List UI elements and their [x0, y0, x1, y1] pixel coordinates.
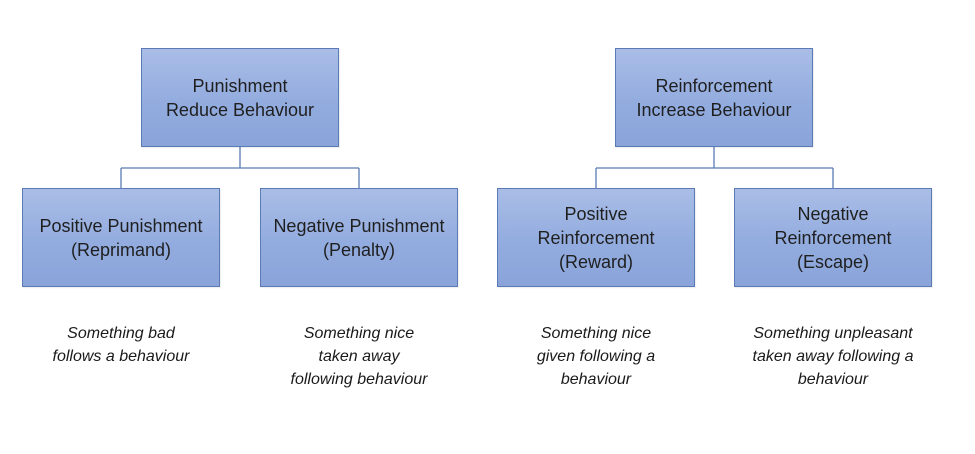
caption-line: follows a behaviour	[52, 348, 190, 365]
caption-line: behaviour	[797, 371, 869, 388]
positive-punishment-box: Positive Punishment (Reprimand)	[22, 188, 220, 287]
punishment-root-line-2: Reduce Behaviour	[165, 99, 315, 120]
negative-reinforcement-line-3: (Escape)	[796, 251, 870, 272]
reinforcement-root-line-2: Increase Behaviour	[636, 99, 792, 120]
caption-line: taken away	[318, 348, 400, 365]
reinforcement-root-line-1: Reinforcement	[655, 75, 773, 96]
caption-line: given following a	[536, 348, 656, 365]
negative-reinforcement-line-1: Negative	[797, 203, 869, 224]
caption-line: Something nice	[303, 325, 415, 342]
punishment-root-line-1: Punishment	[192, 75, 288, 96]
positive-punishment-line-2: (Reprimand)	[70, 239, 172, 260]
reinforcement-root-box: Reinforcement Increase Behaviour	[615, 48, 813, 147]
negative-punishment-line-2: (Penalty)	[322, 239, 396, 260]
negative-punishment-box: Negative Punishment (Penalty)	[260, 188, 458, 287]
negative-reinforcement-line-2: Reinforcement	[774, 227, 892, 248]
positive-reinforcement-line-1: Positive	[564, 203, 628, 224]
positive-reinforcement-caption: Something nice given following a behavio…	[481, 322, 711, 391]
caption-line: Something unpleasant	[753, 325, 913, 342]
positive-punishment-caption: Something bad follows a behaviour	[6, 322, 236, 368]
positive-punishment-line-1: Positive Punishment	[39, 215, 203, 236]
caption-line: following behaviour	[290, 371, 428, 388]
positive-reinforcement-line-2: Reinforcement	[537, 227, 655, 248]
positive-reinforcement-box: Positive Reinforcement (Reward)	[497, 188, 695, 287]
caption-line: Something bad	[67, 325, 175, 342]
punishment-root-box: Punishment Reduce Behaviour	[141, 48, 339, 147]
caption-line: taken away following a	[752, 348, 914, 365]
positive-reinforcement-line-3: (Reward)	[558, 251, 633, 272]
caption-line: Something nice	[540, 325, 652, 342]
caption-line: behaviour	[560, 371, 632, 388]
negative-punishment-caption: Something nice taken away following beha…	[241, 322, 477, 391]
negative-punishment-line-1: Negative Punishment	[273, 215, 445, 236]
negative-reinforcement-box: Negative Reinforcement (Escape)	[734, 188, 932, 287]
negative-reinforcement-caption: Something unpleasant taken away followin…	[708, 322, 958, 391]
